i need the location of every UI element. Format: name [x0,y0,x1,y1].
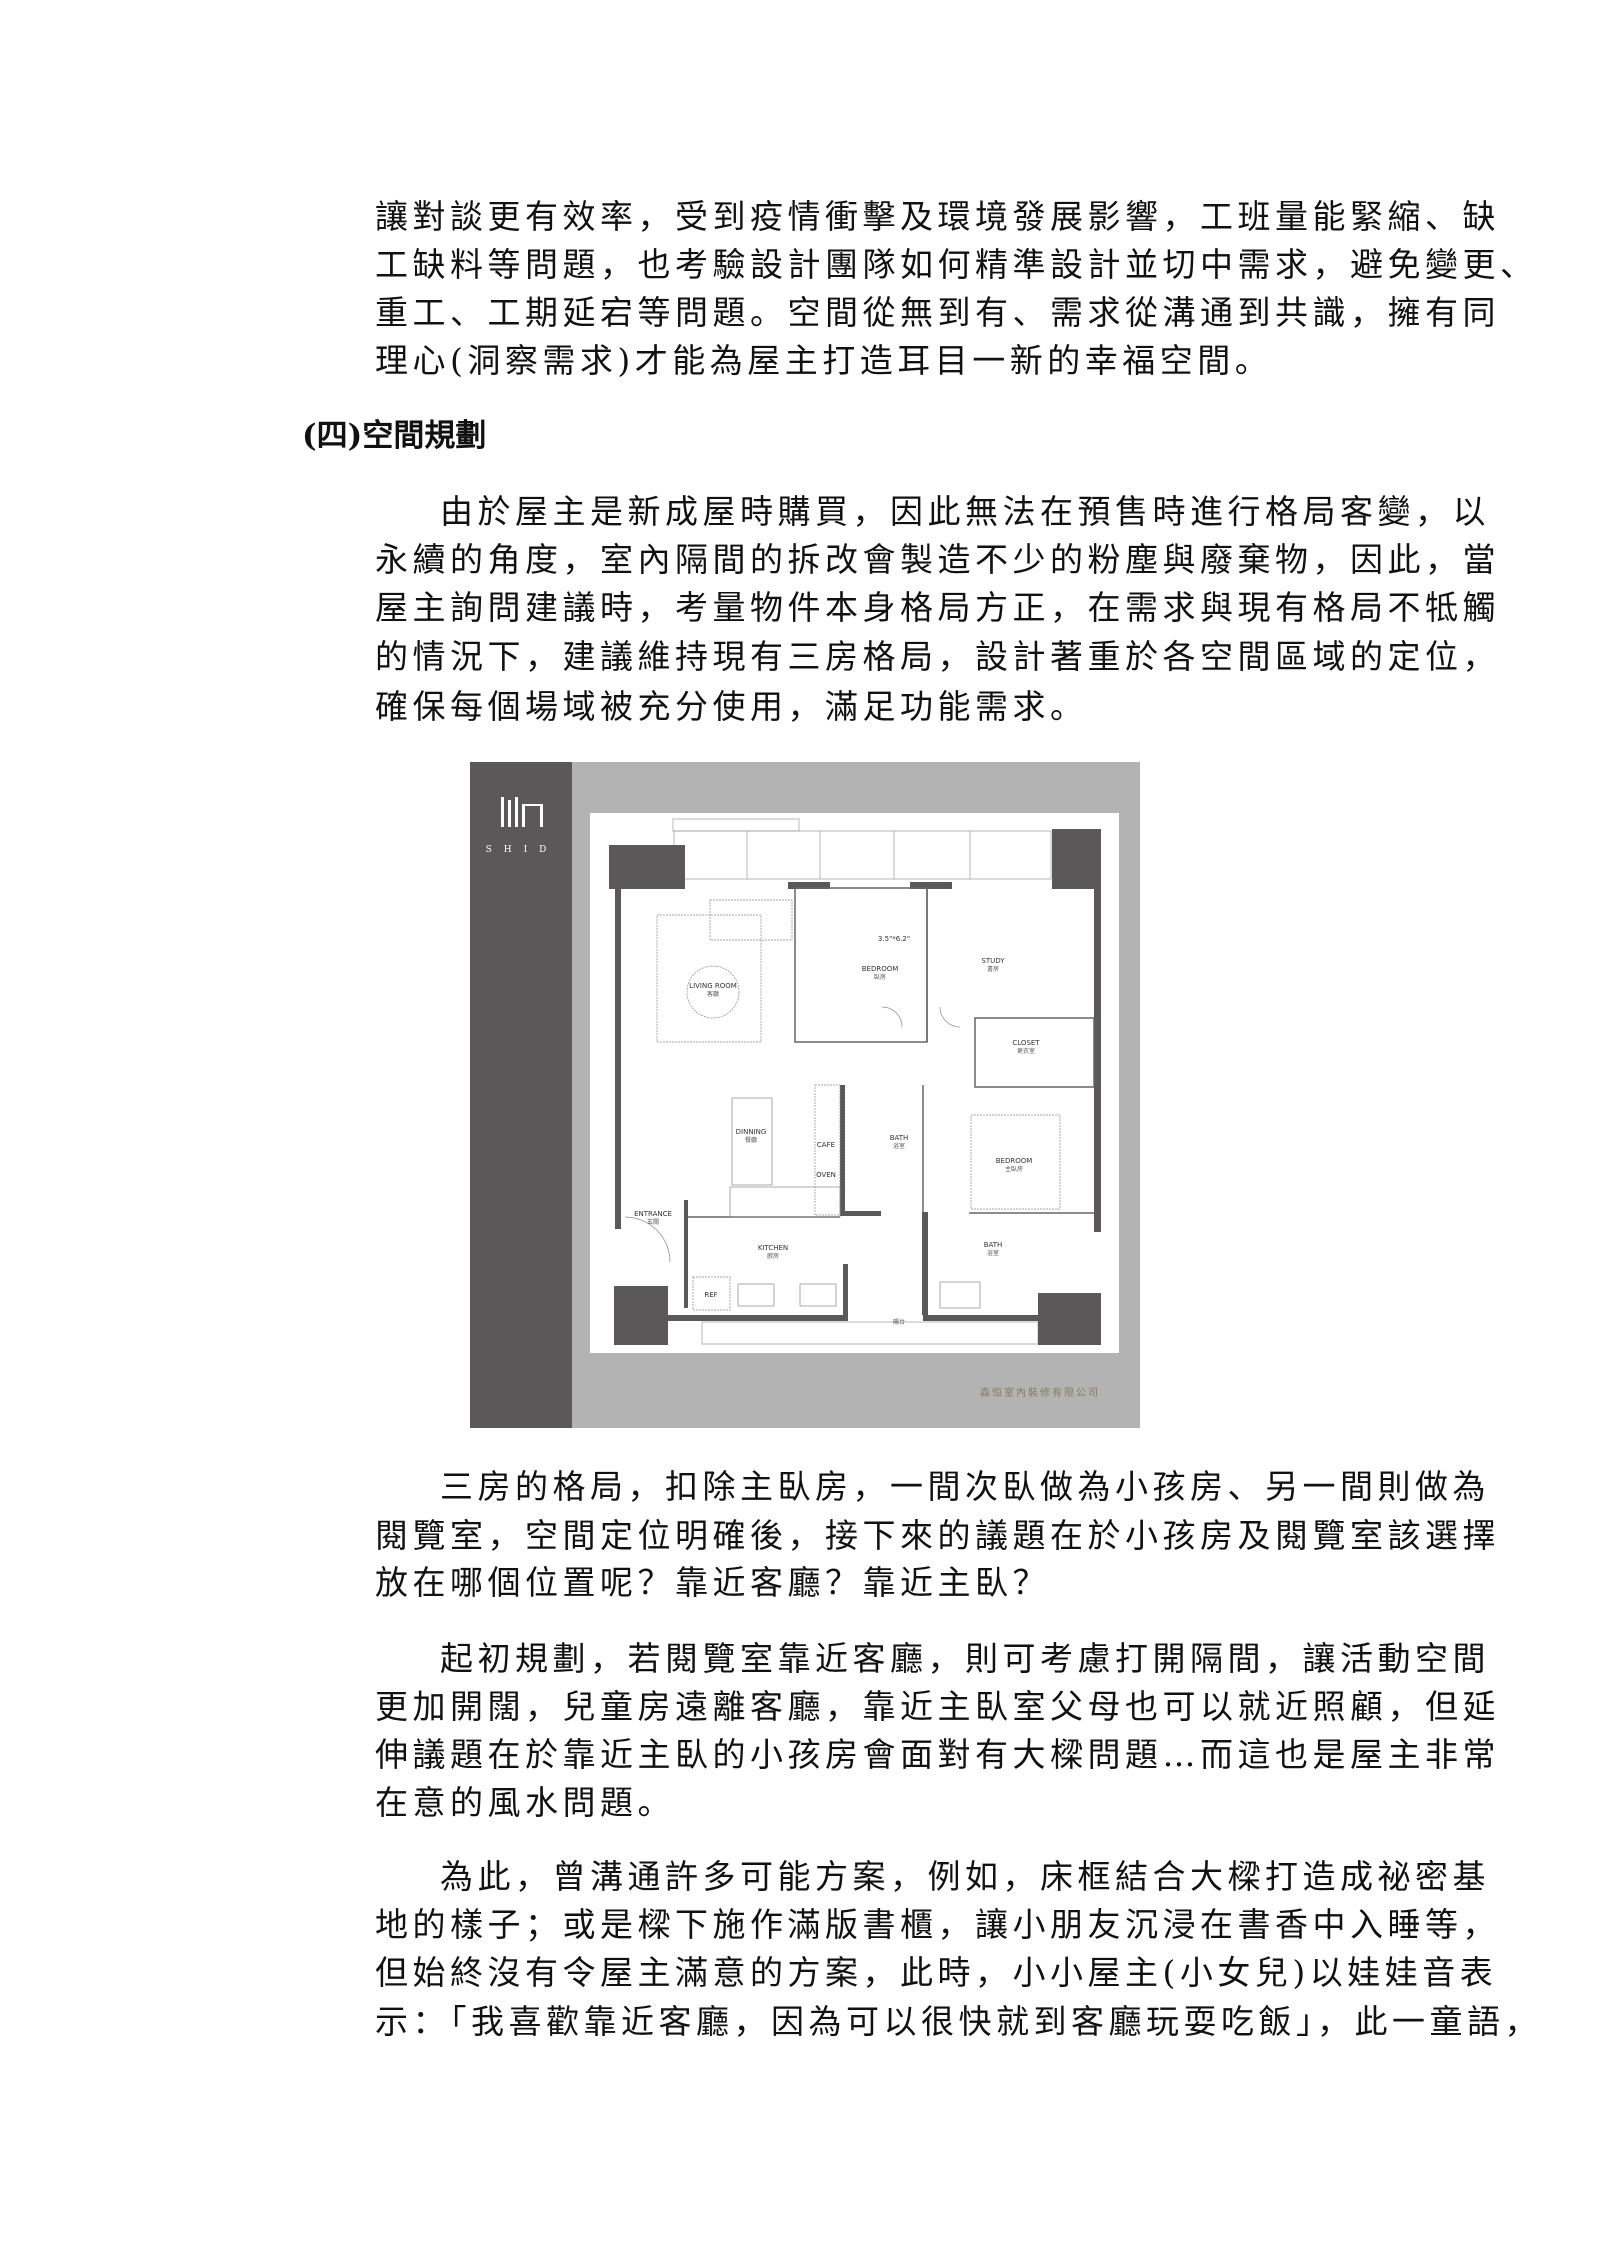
dining-label: DINNING [736,1128,767,1136]
balcony-label: 陽台 [893,1318,905,1326]
kitchen-label: KITCHEN [758,1244,788,1252]
interior-walls [688,887,1095,1218]
ref-label: REF [704,1291,717,1299]
entrance-label-zh: 玄關 [647,1218,659,1226]
text-line: 重工、工期延宕等問題。空間從無到有、需求從溝通到共識，擁有同 [375,293,1500,332]
company-name: 森恒室內裝修有限公司 [980,1386,1100,1399]
room-labels: 3.5"*6.2" LIVING ROOM 客廳 BEDROOM 臥房 STUD… [634,935,1040,1326]
text-line: 由於屋主是新成屋時購買，因此無法在預售時進行格局客變，以 [440,492,1490,531]
structural-walls [609,829,1101,1345]
plan-area [590,813,1119,1353]
study-label-zh: 書房 [987,965,999,973]
text-line: 工缺料等問題，也考驗設計團隊如何精準設計並切中需求，避免變更、 [375,245,1538,284]
text-line: 為此，曾溝通許多可能方案，例如，床框結合大樑打造成祕密基 [440,1857,1490,1896]
text-line: 屋主詢問建議時，考量物件本身格局方正，在需求與現有格局不牴觸 [375,588,1500,627]
entrance-label: ENTRANCE [634,1210,672,1218]
bath-label-zh: 浴室 [893,1142,905,1150]
text-line: 放在哪個位置呢？靠近客廳？靠近主臥？ [375,1563,1050,1602]
bath2-label-zh: 浴室 [987,1249,999,1257]
text-line: 理心(洞察需求)才能為屋主打造耳目一新的幸福空間。 [375,341,1273,380]
bath-label: BATH [890,1134,909,1142]
text-line: 示：「我喜歡靠近客廳，因為可以很快就到客廳玩耍吃飯」，此一童語， [375,2002,1542,2041]
closet-label-zh: 更衣室 [1017,1047,1035,1055]
shid-logo-icon [501,797,543,827]
living-room-label-zh: 客廳 [707,990,719,998]
logo-text: SHID [486,845,559,855]
bedroom-label-zh: 臥房 [874,973,886,981]
dining-label-zh: 餐廳 [745,1136,757,1144]
living-room-label: LIVING ROOM [689,982,737,990]
dimension-label: 3.5"*6.2" [878,935,910,943]
text-line: 讓對談更有效率，受到疫情衝擊及環境發展影響，工班量能緊縮、缺 [375,197,1500,236]
oven-label: OVEN [816,1171,836,1179]
text-line: 起初規劃，若閱覽室靠近客廳，則可考慮打開隔間，讓活動空間 [440,1639,1490,1678]
bath2-label: BATH [984,1241,1003,1249]
text-line: 在意的風水問題。 [375,1783,675,1822]
master-bedroom-label-zh: 主臥房 [1005,1165,1023,1173]
text-line: 地的樣子；或是樑下施作滿版書櫃，讓小朋友沉浸在書香中入睡等， [375,1905,1500,1944]
floor-plan-image: SHID [470,762,1140,1428]
bedroom-label: BEDROOM [862,965,899,973]
furniture [624,899,1061,1311]
text-line: 的情況下，建議維持現有三房格局，設計著重於各空間區域的定位， [375,637,1500,676]
text-line: 三房的格局，扣除主臥房，一間次臥做為小孩房、另一間則做為 [440,1467,1490,1506]
text-line: 伸議題在於靠近主臥的小孩房會面對有大樑問題…而這也是屋主非常 [375,1735,1500,1774]
study-label: STUDY [981,957,1005,965]
kitchen-label-zh: 廚房 [767,1252,779,1260]
floor-plan: SHID [470,762,1140,1428]
text-line: 確保每個場域被充分使用，滿足功能需求。 [375,687,1088,726]
cafe-label: CAFE [817,1141,835,1149]
master-bedroom-label: BEDROOM [996,1157,1033,1165]
text-line: 但始終沒有令屋主滿意的方案，此時，小小屋主(小女兒)以娃娃音表 [375,1953,1498,1992]
closet-label: CLOSET [1012,1039,1040,1047]
brand-strip [470,762,572,1428]
text-line: 永續的角度，室內隔間的拆改會製造不少的粉塵與廢棄物，因此，當 [375,540,1500,579]
text-line: 更加開闊，兒童房遠離客廳，靠近主臥室父母也可以就近照顧，但延 [375,1687,1500,1726]
section-heading: (四)空間規劃 [302,418,487,454]
text-line: 閱覽室，空間定位明確後，接下來的議題在於小孩房及閱覽室該選擇 [375,1516,1500,1555]
